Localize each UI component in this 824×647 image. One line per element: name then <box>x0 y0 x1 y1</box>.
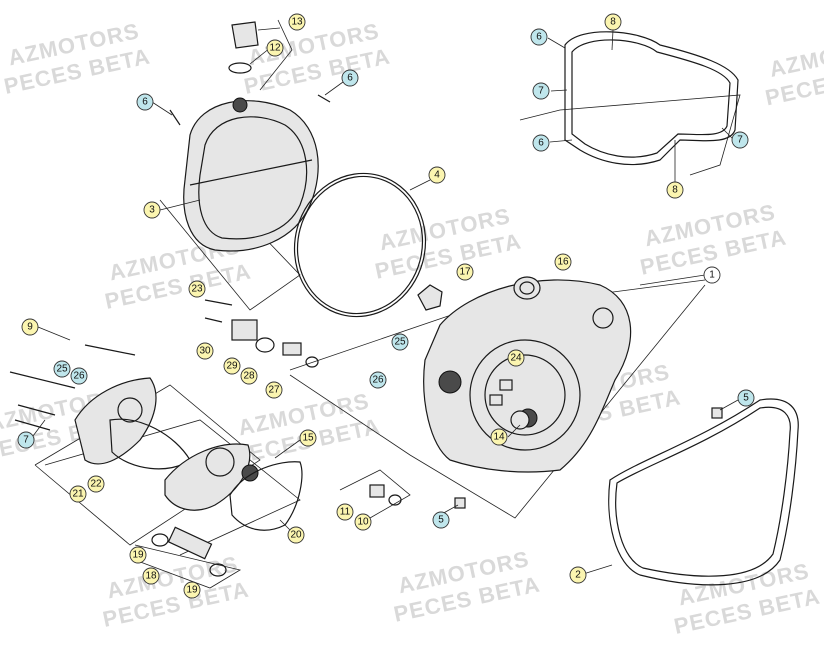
callout-7a: 7 <box>532 82 550 100</box>
callout-5a: 5 <box>737 389 755 407</box>
callout-16: 16 <box>554 253 572 271</box>
callout-5b: 5 <box>432 511 450 529</box>
callout-7b: 7 <box>731 131 749 149</box>
cover-gasket-ring <box>293 172 427 318</box>
screws <box>169 94 331 126</box>
callout-number: 15 <box>302 433 314 444</box>
callout-19a: 19 <box>129 546 147 564</box>
callout-number: 26 <box>372 375 384 386</box>
callout-4: 4 <box>428 166 446 184</box>
callout-number: 26 <box>73 371 85 382</box>
callout-number: 7 <box>23 435 29 446</box>
callout-17: 17 <box>456 263 474 281</box>
ignition-cover-gasket <box>564 31 739 166</box>
callout-29: 29 <box>223 357 241 375</box>
callout-number: 29 <box>226 361 238 372</box>
outer-cover-gasket <box>608 398 799 586</box>
callout-23: 23 <box>188 280 206 298</box>
long-bolts <box>9 344 136 431</box>
callout-number: 27 <box>268 385 280 396</box>
bushings <box>454 379 723 509</box>
callout-number: 5 <box>743 393 749 404</box>
callout-number: 14 <box>493 432 505 443</box>
callout-28: 28 <box>240 367 258 385</box>
callout-30: 30 <box>196 342 214 360</box>
callout-number: 6 <box>142 97 148 108</box>
callout-21: 21 <box>69 485 87 503</box>
callout-number: 8 <box>610 17 616 28</box>
callout-8a: 8 <box>604 13 622 31</box>
callout-9: 9 <box>21 318 39 336</box>
callout-11: 11 <box>336 503 354 521</box>
callout-number: 24 <box>510 353 522 364</box>
callout-number: 25 <box>394 337 406 348</box>
callout-number: 6 <box>347 73 353 84</box>
callout-3: 3 <box>143 201 161 219</box>
callout-number: 18 <box>145 571 157 582</box>
callout-27: 27 <box>265 381 283 399</box>
callouts: 1 2 3 4 5 5 6 6 6 6 7 7 7 8 8 9 10 11 12… <box>17 13 755 599</box>
callout-10: 10 <box>354 513 372 531</box>
callout-number: 19 <box>186 585 198 596</box>
callout-6a: 6 <box>136 93 154 111</box>
callout-25a: 25 <box>53 360 71 378</box>
callout-number: 7 <box>737 135 743 146</box>
callout-15: 15 <box>299 429 317 447</box>
callout-26b: 26 <box>369 371 387 389</box>
callout-22: 22 <box>87 475 105 493</box>
callout-number: 25 <box>56 364 68 375</box>
callout-number: 20 <box>290 530 302 541</box>
oil-seal-16 <box>513 276 541 300</box>
engine-side-cover <box>423 279 632 473</box>
callout-13: 13 <box>288 13 306 31</box>
drain-plug <box>369 484 402 506</box>
callout-number: 6 <box>536 32 542 43</box>
callout-19b: 19 <box>183 581 201 599</box>
callout-number: 6 <box>538 138 544 149</box>
callout-number: 13 <box>291 17 303 28</box>
callout-number: 10 <box>357 517 369 528</box>
callout-number: 3 <box>149 205 155 216</box>
callout-number: 22 <box>90 479 102 490</box>
clutch-cover <box>183 97 319 252</box>
callout-8b: 8 <box>666 181 684 199</box>
callout-number: 19 <box>132 550 144 561</box>
callout-20: 20 <box>287 526 305 544</box>
callout-number: 17 <box>459 267 471 278</box>
water-pump-impeller-housing <box>164 443 259 511</box>
callout-number: 28 <box>243 371 255 382</box>
callout-12: 12 <box>266 39 284 57</box>
callout-25b: 25 <box>391 333 409 351</box>
callout-number: 5 <box>438 515 444 526</box>
callout-number: 2 <box>575 570 581 581</box>
callout-number: 16 <box>557 257 569 268</box>
water-pump-gasket <box>229 461 303 531</box>
callout-24: 24 <box>507 349 525 367</box>
callout-18: 18 <box>142 567 160 585</box>
callout-1: 1 <box>703 266 721 284</box>
callout-2: 2 <box>569 566 587 584</box>
callout-number: 4 <box>434 170 440 181</box>
callout-number: 12 <box>269 43 281 54</box>
callout-6d: 6 <box>532 134 550 152</box>
callout-number: 1 <box>709 270 715 281</box>
callout-number: 11 <box>340 507 351 518</box>
sight-glass <box>417 284 443 311</box>
oil-filler-plug <box>228 21 259 74</box>
callout-number: 7 <box>538 86 544 97</box>
callout-6b: 6 <box>341 69 359 87</box>
callout-14: 14 <box>490 428 508 446</box>
callout-26a: 26 <box>70 367 88 385</box>
callout-number: 21 <box>72 489 84 500</box>
pump-shaft <box>151 526 227 577</box>
callout-6c: 6 <box>530 28 548 46</box>
callout-7c: 7 <box>17 431 35 449</box>
callout-number: 9 <box>27 322 33 333</box>
callout-number: 30 <box>199 346 211 357</box>
callout-number: 8 <box>672 185 678 196</box>
impeller-small-parts <box>204 299 319 368</box>
callout-number: 23 <box>191 284 203 295</box>
leader-lines <box>32 27 739 576</box>
